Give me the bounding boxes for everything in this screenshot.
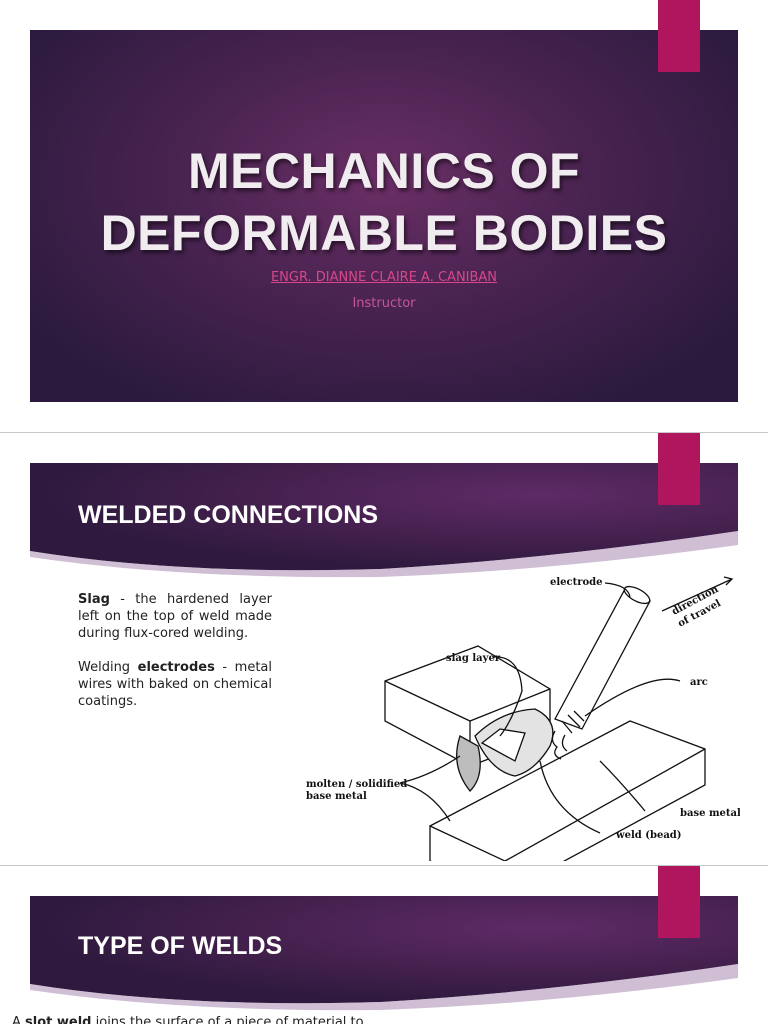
label-slag-layer: slag layer: [446, 653, 501, 664]
electrode-lead: Welding: [78, 660, 138, 675]
slot-weld-lead: A: [12, 1015, 26, 1024]
title-line-1: MECHANICS OF: [187, 143, 581, 199]
accent-tab: [658, 866, 700, 938]
electrode-term: electrodes: [137, 660, 215, 675]
header-band: [30, 463, 738, 583]
title-panel: [30, 30, 738, 402]
label-weld-bead: weld (bead): [615, 830, 682, 841]
welding-diagram: electrode direction of travel slag layer…: [306, 576, 740, 861]
slag-term: Slag: [78, 592, 110, 607]
author-link[interactable]: ENGR. DIANNE CLAIRE A. CANIBAN: [270, 270, 498, 285]
slide-heading: WELDED CONNECTIONS: [78, 501, 378, 529]
electrode-definition: Welding electrodes - metal wires with ba…: [78, 659, 272, 710]
slide-separator: [0, 865, 768, 866]
author-role: Instructor: [352, 296, 416, 311]
slot-weld-rest: joins the surface of a piece of material…: [91, 1015, 364, 1024]
label-base-metal: base metal: [680, 808, 740, 819]
slide-heading: TYPE OF WELDS: [78, 932, 283, 960]
title-slide: MECHANICS OF DEFORMABLE BODIES ENGR. DIA…: [0, 0, 768, 432]
slide-separator: [0, 432, 768, 433]
slot-weld-term: slot weld: [25, 1015, 92, 1024]
type-of-welds-slide: TYPE OF WELDS A slot weld joins the surf…: [0, 866, 768, 1024]
label-electrode: electrode: [550, 577, 603, 588]
header-band: [30, 896, 738, 1016]
label-molten-1: molten / solidified: [306, 779, 407, 790]
label-arc: arc: [690, 677, 708, 688]
label-molten-2: base metal: [306, 791, 367, 802]
electrode-text: - metal wires with baked on chemical coa…: [78, 660, 272, 709]
definitions-text: Slag - the hardened layer left on the to…: [78, 591, 272, 727]
main-title: MECHANICS OF DEFORMABLE BODIES: [30, 140, 738, 264]
slag-definition: Slag - the hardened layer left on the to…: [78, 591, 272, 642]
title-line-2: DEFORMABLE BODIES: [100, 205, 668, 261]
accent-tab: [658, 0, 700, 72]
accent-tab: [658, 433, 700, 505]
slag-text: - the hardened layer left on the top of …: [78, 592, 272, 641]
slot-weld-text: A slot weld joins the surface of a piece…: [12, 1015, 712, 1024]
welded-connections-slide: WELDED CONNECTIONS Slag - the hardened l…: [0, 433, 768, 865]
